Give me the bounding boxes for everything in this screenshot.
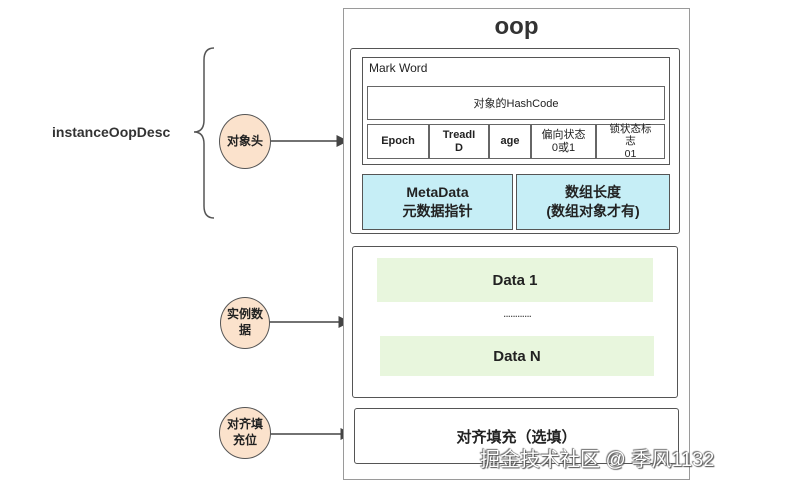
hashcode-box: 对象的HashCode [367,86,665,120]
data-1-box: Data 1 [377,258,653,302]
mark-word-cell-lock-flag: 锁状态标 志 01 [596,123,665,160]
mark-word-cell-epoch: Epoch [367,124,429,159]
mark-word-cell-thread-id: TreadI D [429,124,489,159]
data-ellipsis: ............ [502,306,532,320]
instance-data-box [352,246,678,398]
oop-title: oop [494,13,539,40]
circle-instance-data: 实例数 据 [220,297,270,349]
mark-word-cell-age: age [489,124,531,159]
watermark: 掘金技术社区 @ 季风1132 [480,449,715,471]
instance-oop-desc-label: instanceOopDesc [52,124,171,140]
metadata-pointer-box: MetaData 元数据指针 [362,174,513,230]
mark-word-box [362,57,670,165]
circle-object-header: 对象头 [219,114,271,169]
data-n-box: Data N [380,336,654,376]
circle-padding: 对齐填 充位 [219,407,271,459]
mark-word-label: Mark Word [369,61,428,75]
mark-word-cell-biased: 偏向状态 0或1 [531,124,596,159]
array-length-box: 数组长度 (数组对象才有) [516,174,670,230]
object-header-box [350,48,680,234]
brace [193,47,215,219]
padding-box: 对齐填充（选填） [354,408,679,464]
